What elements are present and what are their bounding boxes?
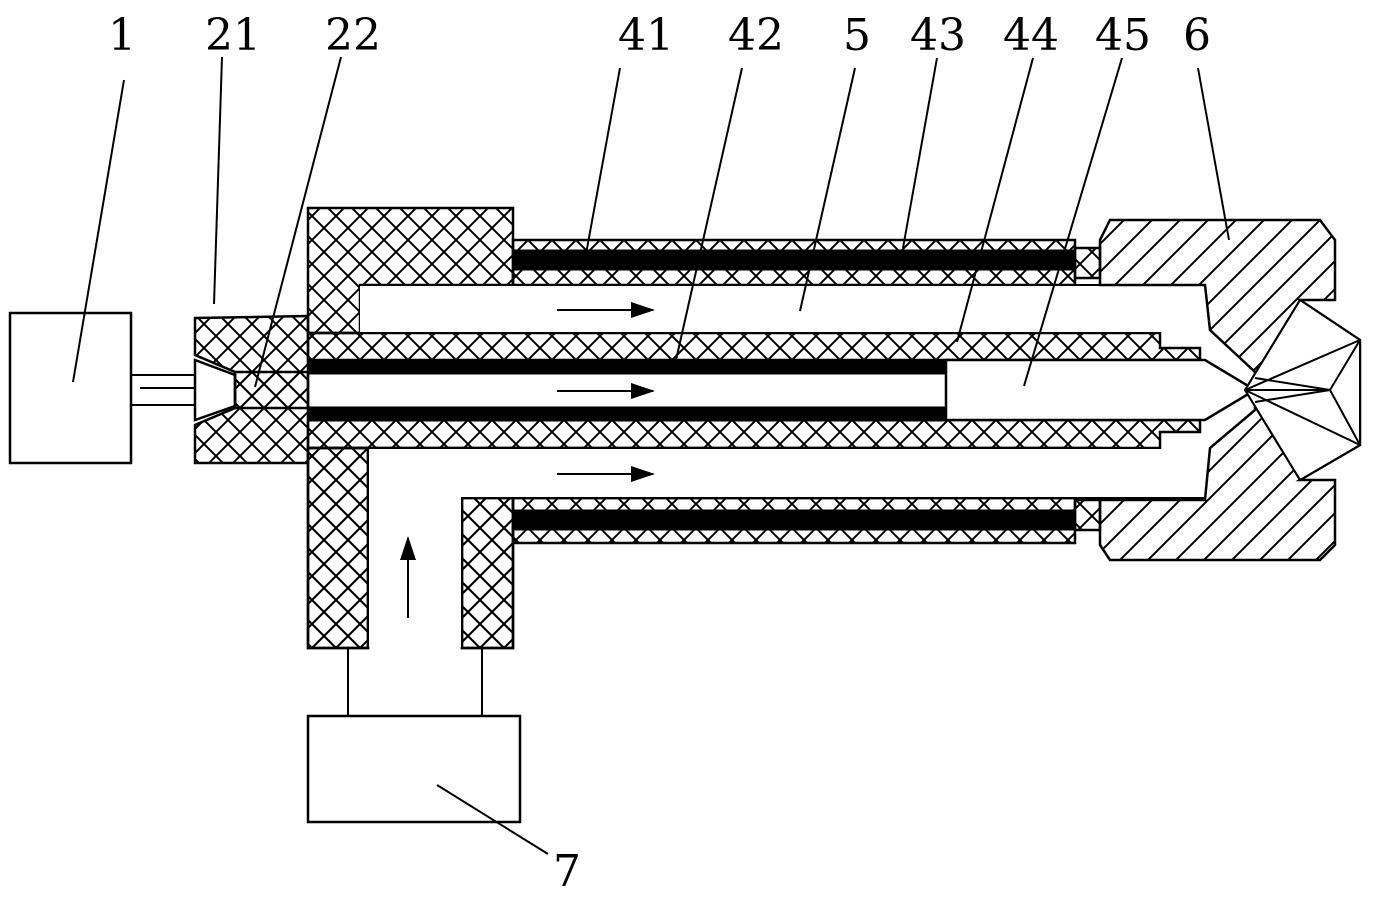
- label-22: 22: [325, 10, 381, 61]
- leader-44: [956, 57, 1034, 343]
- component-41-upper-heater: [512, 249, 1076, 271]
- component-44-inner-tube-upper: [306, 331, 1202, 362]
- component-22-plug: [233, 370, 310, 410]
- component-42-inner-heater-bottom: [307, 406, 947, 422]
- upper-sleeve-end-cap: [1073, 246, 1102, 280]
- side-port-channel: [369, 470, 461, 647]
- leader-43: [902, 57, 938, 249]
- label-7: 7: [553, 846, 581, 897]
- leader-6: [1197, 67, 1230, 241]
- label-43: 43: [910, 10, 966, 61]
- leader-1: [72, 79, 125, 383]
- nozzle-head-spray-lines: [1209, 299, 1361, 481]
- leader-21: [213, 56, 223, 305]
- label-5: 5: [843, 10, 871, 61]
- label-45: 45: [1095, 10, 1151, 61]
- label-21: 21: [205, 10, 261, 61]
- leader-5: [799, 67, 856, 312]
- component-6-nozzle-head: [1098, 218, 1362, 562]
- leader-42: [675, 67, 743, 361]
- lower-sleeve-end-cap: [1073, 498, 1102, 532]
- component-44-inner-tube-lower: [306, 418, 1202, 450]
- label-42: 42: [728, 10, 784, 61]
- component-1-box: [8, 311, 133, 465]
- component-42-inner-heater-top: [307, 359, 947, 375]
- label-41: 41: [618, 10, 674, 61]
- lower-heater: [512, 509, 1076, 531]
- label-6: 6: [1183, 10, 1211, 61]
- component-5-upper-channel: [360, 286, 1200, 332]
- label-1: 1: [108, 10, 136, 61]
- lower-housing-inner-wall: [460, 496, 515, 650]
- leader-45: [1023, 57, 1123, 387]
- component-45-tip-insert: [944, 358, 1258, 422]
- leader-41: [585, 67, 621, 255]
- label-44: 44: [1003, 10, 1059, 61]
- lower-housing-outer-wall: [306, 446, 370, 650]
- lower-channel: [368, 449, 1200, 497]
- component-7-box: [306, 714, 522, 824]
- leader-22: [254, 56, 342, 388]
- leader-7: [436, 784, 549, 855]
